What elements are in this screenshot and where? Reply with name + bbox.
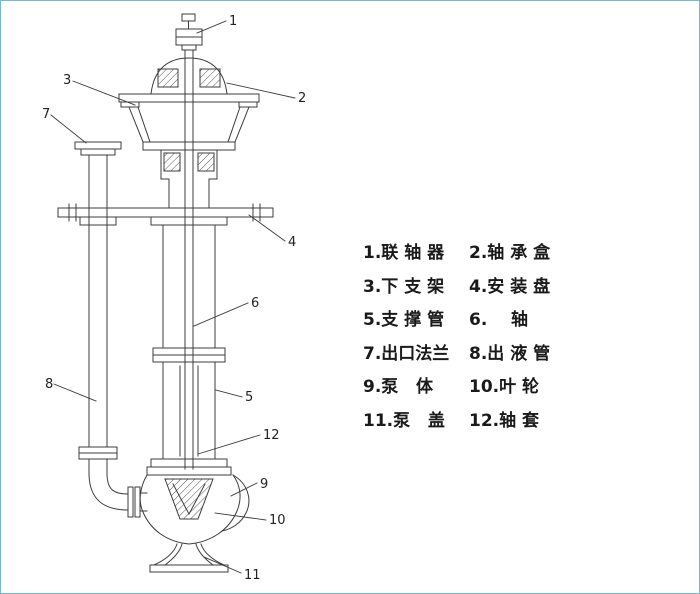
legend-item-11: 11.泵 盖 — [363, 410, 445, 431]
callout-label-6: 6 — [251, 296, 259, 311]
legend-item-4: 4.安 装 盘 — [469, 276, 551, 297]
mounting-plate — [57, 203, 274, 226]
shaft-sleeve — [179, 365, 199, 457]
legend-item-12: 12.轴 套 — [469, 410, 540, 431]
legend-item-7: 7.出口法兰 — [363, 343, 450, 364]
support-pipe — [150, 224, 228, 468]
callout-label-5: 5 — [245, 390, 253, 405]
legend-item-1: 1.联 轴 器 — [363, 243, 445, 263]
pump-body — [139, 466, 250, 545]
legend-item-6: 6. 轴 — [469, 310, 528, 330]
callout-label-1: 1 — [229, 14, 237, 29]
callout-label-11: 11 — [244, 568, 261, 583]
legend-row: 1.联 轴 器 2.轴 承 盒 — [363, 237, 550, 271]
parts-legend: 1.联 轴 器 2.轴 承 盒 3.下 支 架 4.安 装 盘 5.支 撑 管 … — [363, 237, 550, 438]
callout-label-12: 12 — [263, 428, 280, 443]
callout-label-2: 2 — [298, 91, 306, 106]
coupling — [175, 13, 203, 51]
legend-row: 11.泵 盖 12.轴 套 — [363, 405, 550, 439]
callout-label-7: 7 — [42, 107, 50, 122]
lower-bearing-housing — [160, 149, 218, 209]
legend-item-2: 2.轴 承 盒 — [469, 243, 551, 263]
legend-item-5: 5.支 撑 管 — [363, 310, 445, 330]
legend-item-10: 10.叶 轮 — [469, 377, 540, 397]
callout-labels: 1 2 3 4 5 6 7 8 9 10 11 12 — [42, 14, 306, 583]
legend-item-8: 8.出 液 管 — [469, 343, 551, 364]
callout-label-10: 10 — [269, 513, 286, 528]
pump-cover — [149, 543, 229, 573]
callout-label-3: 3 — [63, 73, 71, 88]
bearing-box — [150, 57, 228, 95]
callout-leader-lines — [50, 20, 296, 574]
callout-label-8: 8 — [45, 377, 53, 392]
legend-row: 7.出口法兰 8.出 液 管 — [363, 338, 550, 372]
legend-item-9: 9.泵 体 — [363, 377, 434, 397]
impeller — [164, 478, 214, 520]
legend-row: 3.下 支 架 4.安 装 盘 — [363, 271, 550, 305]
callout-label-9: 9 — [260, 477, 268, 492]
outlet-pipe — [74, 141, 148, 518]
legend-row: 5.支 撑 管 6. 轴 — [363, 304, 550, 338]
legend-item-3: 3.下 支 架 — [363, 276, 445, 297]
shaft — [184, 49, 194, 470]
lower-bracket — [118, 93, 260, 151]
callout-label-4: 4 — [288, 235, 296, 250]
legend-row: 9.泵 体 10.叶 轮 — [363, 371, 550, 405]
